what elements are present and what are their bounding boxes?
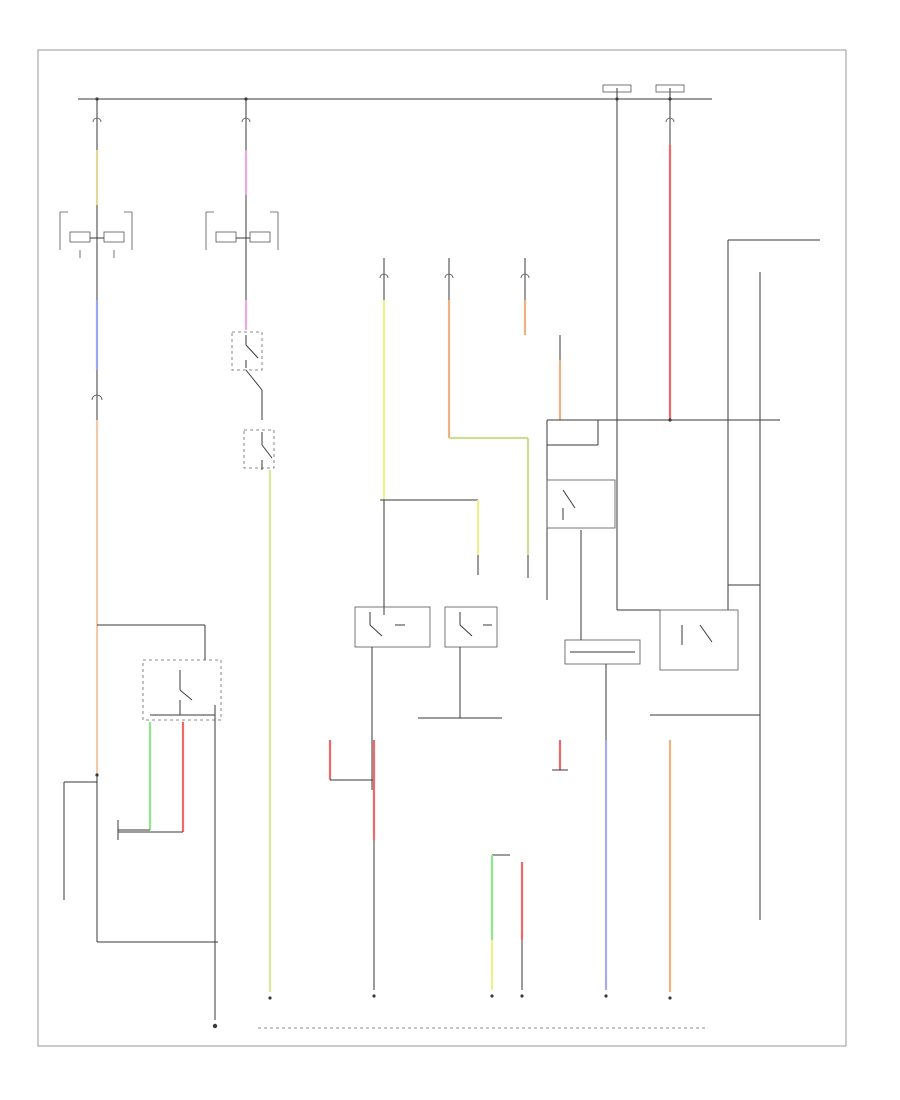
switch-module-left [97,624,222,1029]
circuit-center-feeds [379,258,530,615]
relay-a [354,606,431,790]
circuit-lower-center [328,740,568,998]
circuit-left-2 [205,99,279,1000]
relay-module-center [546,99,780,998]
circuit-right [650,99,820,1000]
power-bus-top [78,84,712,101]
relay-b [418,606,502,719]
circuit-left-1 [59,99,218,943]
diagram-border [37,49,847,1047]
